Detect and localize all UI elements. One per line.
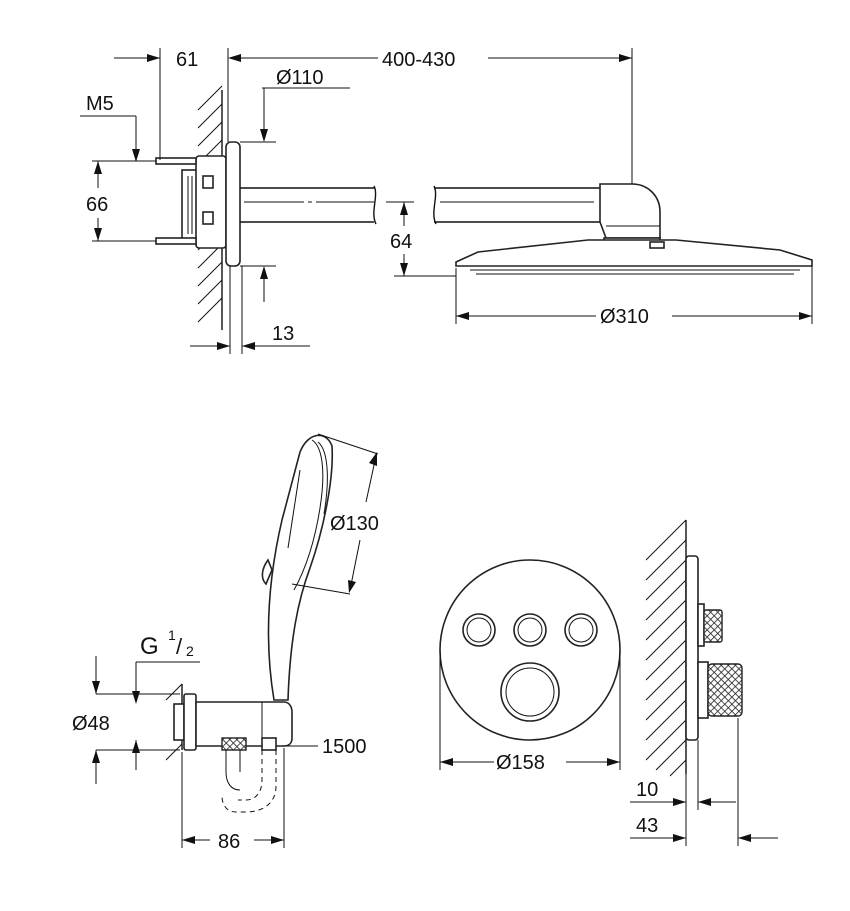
dim-bolt-spacing: 66 (86, 160, 156, 242)
hand-shower-view: Ø130 G 1 / 2 Ø48 1500 (72, 433, 379, 853)
label-43: 43 (636, 815, 658, 837)
dim-wall-offset: 61 (114, 48, 241, 160)
wall-hatch-side (645, 519, 687, 777)
dim-panel-dia: Ø158 (439, 650, 621, 774)
label-flange-dia: Ø110 (276, 67, 323, 89)
label-13: 13 (272, 323, 294, 345)
dim-elbow-dia: Ø48 (72, 656, 180, 784)
dim-hose-length: 1500 (282, 736, 367, 758)
side-button-knurl (703, 609, 723, 643)
dim-panel-depth-max: 43 (630, 718, 778, 846)
label-64: 64 (390, 231, 412, 253)
head-shower-view: 61 400-430 Ø110 M5 (80, 48, 813, 354)
wall-bracket (155, 155, 227, 249)
dim-flange-dia: Ø110 (240, 67, 350, 302)
label-frac-sep: / (176, 634, 183, 659)
hand-shower (261, 434, 334, 701)
dim-thread-g: G 1 / 2 (132, 627, 200, 704)
dim-thread-m5: M5 (80, 93, 140, 162)
thermostat-knob (500, 662, 560, 722)
wall-elbow (165, 683, 293, 813)
label-m5: M5 (86, 93, 114, 115)
button-2 (513, 613, 547, 647)
panel-side-plate (685, 555, 699, 741)
label-hand-dia: Ø130 (330, 513, 379, 535)
dim-head-drop: 64 (386, 201, 456, 277)
dim-arm-length: 400-430 (241, 48, 633, 184)
head-shower (455, 239, 813, 275)
control-panel-front: Ø158 (439, 559, 621, 774)
label-frac-den: 2 (186, 643, 194, 659)
label-elbow-dia: Ø48 (72, 713, 110, 735)
label-frac-num: 1 (168, 627, 176, 643)
dim-elbow-proj: 86 (181, 748, 285, 853)
label-86: 86 (218, 831, 240, 853)
dim-head-dia: Ø310 (455, 266, 813, 328)
dim-flange-depth: 13 (190, 266, 310, 354)
dim-panel-depth-min: 10 (630, 740, 736, 810)
side-knob-knurl (707, 663, 743, 717)
label-g: G (140, 633, 159, 660)
button-3 (564, 613, 598, 647)
control-panel-side: 10 43 (630, 519, 778, 846)
dim-hand-dia: Ø130 (291, 433, 379, 595)
shower-arm (240, 183, 661, 247)
label-10: 10 (636, 779, 658, 801)
label-1500: 1500 (322, 736, 367, 758)
wall-flange (225, 141, 241, 267)
button-1 (462, 613, 496, 647)
label-head-dia: Ø310 (600, 306, 649, 328)
label-66: 66 (86, 194, 108, 216)
label-61: 61 (176, 49, 198, 71)
label-400-430: 400-430 (382, 49, 455, 71)
label-panel-dia: Ø158 (496, 752, 545, 774)
